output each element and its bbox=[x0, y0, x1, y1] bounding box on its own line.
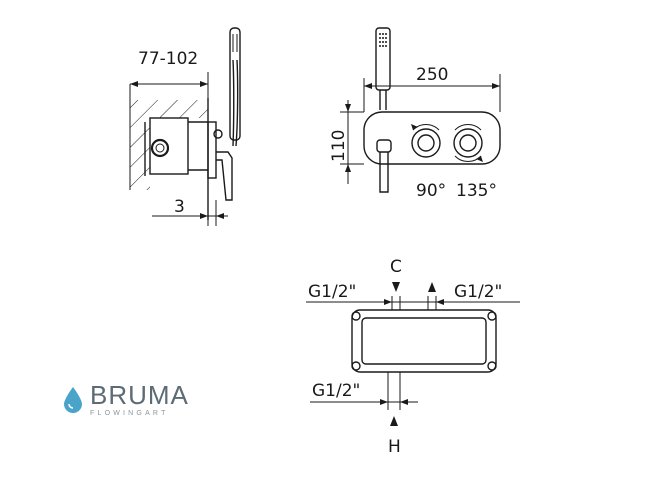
inlet-right-label: G1/2" bbox=[454, 282, 502, 302]
holder-knob bbox=[213, 129, 223, 139]
hand-shower-front bbox=[375, 27, 391, 91]
height-dimension-label: 110 bbox=[329, 130, 349, 162]
angle-left-label: 90° bbox=[416, 181, 446, 201]
angle-right-label: 135° bbox=[456, 181, 497, 201]
embedded-body bbox=[351, 309, 497, 373]
front-plate bbox=[363, 111, 501, 165]
depth-dimension-label: 77-102 bbox=[138, 49, 198, 69]
brand-name: BRUMA bbox=[90, 380, 189, 410]
valve-port bbox=[150, 138, 170, 158]
front-view: 250 110 90° 135° bbox=[329, 27, 501, 201]
wall-hatch bbox=[130, 100, 208, 190]
hot-inlet-arrow bbox=[390, 416, 398, 426]
water-drop-icon bbox=[64, 386, 82, 413]
cover-plate bbox=[207, 121, 217, 179]
protrusion-dimension-label: 3 bbox=[174, 197, 185, 217]
hot-label: H bbox=[388, 437, 401, 457]
inlet-bottom-label: G1/2" bbox=[312, 381, 360, 401]
connections-view: C G1/2" G1/2" G1/2" H bbox=[306, 257, 520, 457]
brand-tagline: FLOWINGART bbox=[90, 410, 169, 417]
cold-inlet-arrow bbox=[392, 282, 400, 292]
outlet bbox=[376, 139, 392, 153]
lever-handle bbox=[216, 151, 233, 201]
width-dimension-label: 250 bbox=[416, 65, 448, 85]
knob-right bbox=[453, 128, 483, 158]
valve-body bbox=[149, 117, 189, 175]
outlet-arrow bbox=[428, 282, 436, 292]
cold-label: C bbox=[390, 257, 402, 277]
knob-left bbox=[411, 128, 441, 158]
hand-shower bbox=[229, 27, 241, 141]
inlet-left-label: G1/2" bbox=[308, 282, 356, 302]
shower-nozzles bbox=[379, 33, 387, 47]
brand-logo: BRUMA FLOWINGART bbox=[62, 382, 189, 417]
side-view: 77-102 3 bbox=[129, 27, 241, 226]
